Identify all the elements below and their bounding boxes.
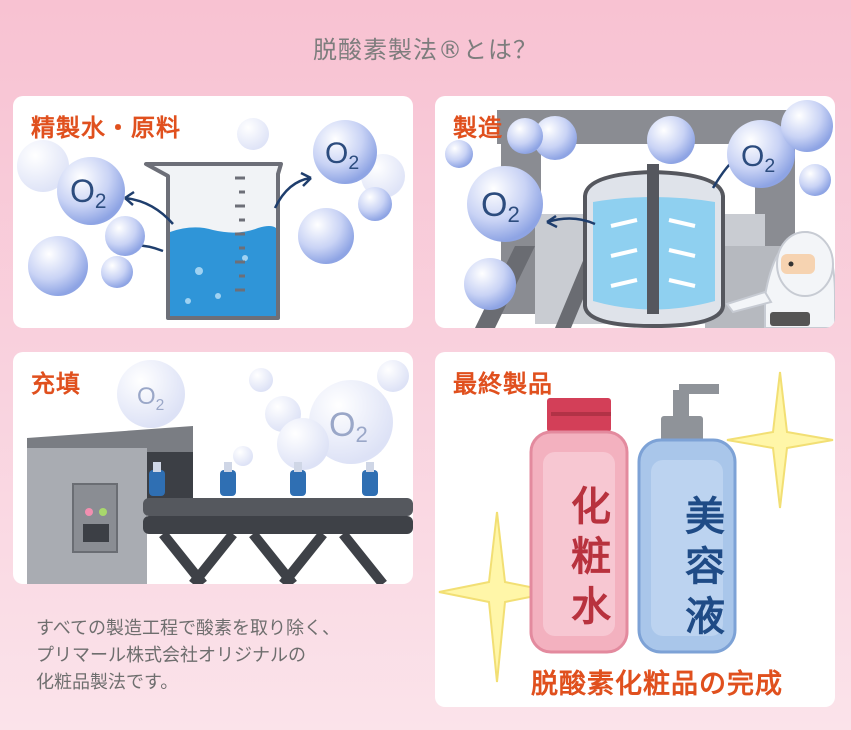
oxygen-bubble (57, 157, 125, 225)
card-manufacturing-label: 製造 (453, 114, 503, 142)
beaker-illustration: O2 O2 (17, 118, 405, 320)
page-title: 脱酸素製法®とは？ (313, 36, 538, 64)
essence-label: 美容液 (677, 492, 733, 642)
card-water-label: 精製水・原料 (31, 114, 181, 142)
oxygen-bubble (117, 360, 185, 428)
bubble (445, 140, 473, 168)
card-filling-label: 充填 (31, 370, 81, 398)
oxygen-label: O2 (70, 173, 106, 213)
essence-bottle (637, 384, 737, 654)
bubble (249, 368, 273, 392)
bubble (647, 116, 695, 164)
bubble (464, 258, 516, 310)
bubble (298, 208, 354, 264)
bubble (799, 164, 831, 196)
essence-label-text: 美容液 (685, 494, 725, 640)
oxygen-label: O2 (741, 140, 775, 177)
card-final-label: 最終製品 (453, 370, 553, 398)
card-final-product: 最終製品 化粧水 美容液 脱酸素化粧品の完成 (435, 352, 835, 707)
bubble (237, 118, 269, 150)
bubble (277, 418, 329, 470)
conveyor (143, 498, 413, 584)
oxygen-label: O2 (137, 383, 164, 414)
products-illustration (438, 371, 834, 683)
bottles (149, 462, 378, 496)
description-line: 化粧品製法です。 (36, 672, 179, 693)
bubble (233, 446, 253, 466)
bubble (358, 187, 392, 221)
oxygen-bubble (309, 380, 393, 464)
filling-machine (27, 426, 193, 584)
bubble (101, 256, 133, 288)
oxygen-label: O2 (481, 186, 520, 227)
card-filling: 充填 O2 O2 (13, 352, 413, 584)
description: すべての製造工程で酸素を取り除く、 プリマール株式会社オリジナルの 化粧品製法で… (36, 615, 416, 696)
bubble (28, 236, 88, 296)
worker-illustration (725, 230, 835, 328)
bubble (507, 118, 543, 154)
bubble (533, 116, 577, 160)
lotion-bottle (529, 398, 629, 654)
oxygen-label: O2 (329, 406, 368, 447)
lotion-label: 化粧水 (563, 482, 619, 632)
completion-text: 脱酸素化粧品の完成 (531, 669, 783, 700)
bubble (105, 216, 145, 256)
tank (583, 164, 725, 328)
description-line: プリマール株式会社オリジナルの (36, 645, 306, 666)
oxygen-bubble (313, 120, 377, 184)
oxygen-bubble (467, 166, 543, 242)
tank-illustration: O2 O2 (445, 100, 835, 328)
bubble (781, 100, 833, 152)
filling-machine-illustration: O2 O2 (27, 360, 413, 584)
oxygen-label: O2 (325, 137, 359, 174)
card-manufacturing: 製造 (435, 96, 835, 328)
bubble (377, 360, 409, 392)
sparkle-icon (438, 371, 834, 683)
bubble (17, 140, 69, 192)
beaker (144, 162, 283, 320)
description-line: すべての製造工程で酸素を取り除く、 (36, 618, 341, 639)
lotion-label-text: 化粧水 (571, 484, 611, 630)
card-water: 精製水・原料 (13, 96, 413, 328)
oxygen-bubble (727, 120, 795, 188)
